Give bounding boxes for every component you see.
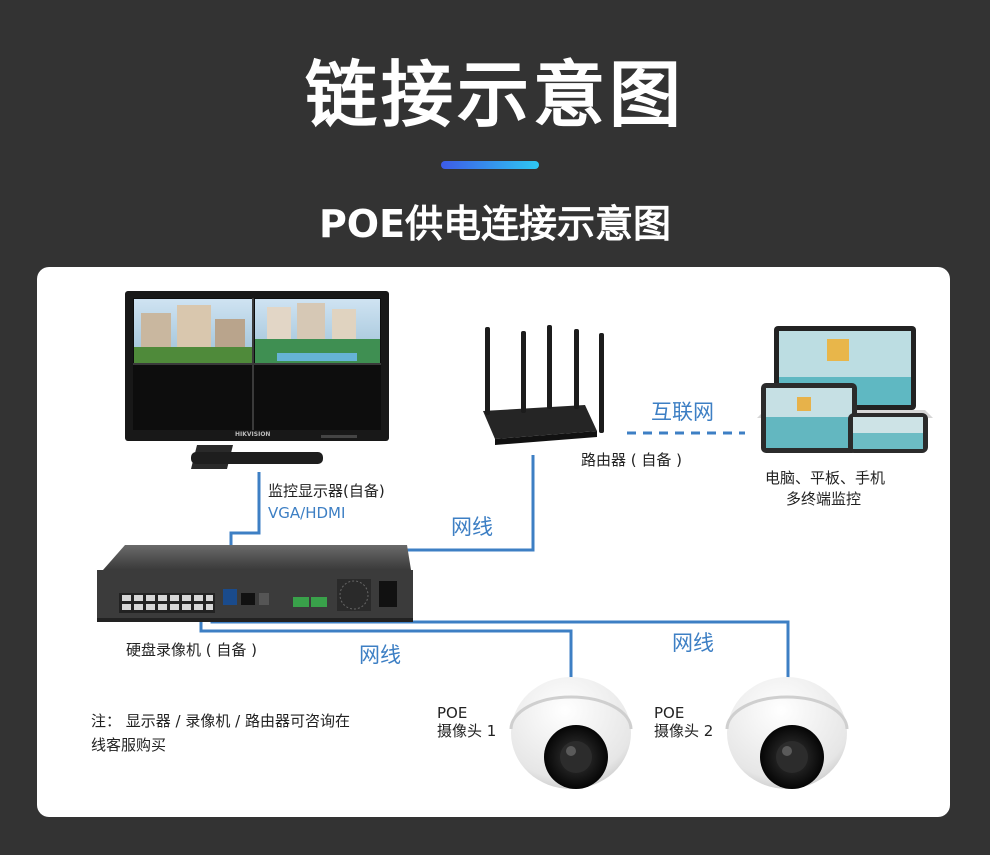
camera-1-label-line2: 摄像头 1 [437, 722, 497, 740]
camera-2-label-line2: 摄像头 2 [654, 722, 714, 740]
phone-illustration [848, 413, 928, 453]
router-illustration [483, 325, 604, 445]
tablet-illustration [761, 383, 857, 453]
purchase-note: 注： 显示器 / 录像机 / 路由器可咨询在 线客服购买 [91, 709, 350, 757]
nvr-illustration [97, 545, 413, 622]
camera-2-illustration [725, 677, 849, 789]
camera-1-label: POE 摄像头 1 [437, 704, 496, 740]
devices-label-line1: 电脑、平板、手机 [765, 469, 886, 487]
nvr-label: 硬盘录像机 ( 自备 ) [126, 641, 258, 659]
camera2-cable-label: 网线 [672, 631, 714, 655]
router-label: 路由器 ( 自备 ) [581, 451, 683, 469]
connection-diagram: HIKVISION [97, 291, 933, 789]
camera-2-label-line1: POE [654, 704, 685, 722]
monitor-brand-logo: HIKVISION [235, 431, 270, 438]
camera-1-illustration [509, 677, 633, 789]
main-title: 链接示意图 [304, 53, 685, 137]
camera-1-label-line1: POE [437, 704, 468, 722]
purchase-note-line1: 注： 显示器 / 录像机 / 路由器可咨询在 [91, 712, 350, 730]
diagram-panel: HIKVISION [37, 267, 950, 817]
monitor-port-label: VGA/HDMI [268, 504, 346, 522]
diagram-subtitle: POE供电连接示意图 [318, 202, 672, 246]
camera-2-label: POE 摄像头 2 [654, 704, 713, 740]
devices-label-line2: 多终端监控 [786, 490, 862, 508]
camera1-cable-label: 网线 [359, 643, 401, 667]
monitor-label: 监控显示器(自备) [268, 482, 385, 500]
internet-label: 互联网 [651, 400, 714, 424]
purchase-note-line2: 线客服购买 [91, 736, 167, 754]
monitor-illustration [125, 291, 389, 469]
title-underline [441, 161, 539, 169]
router-cable-label: 网线 [451, 515, 493, 539]
